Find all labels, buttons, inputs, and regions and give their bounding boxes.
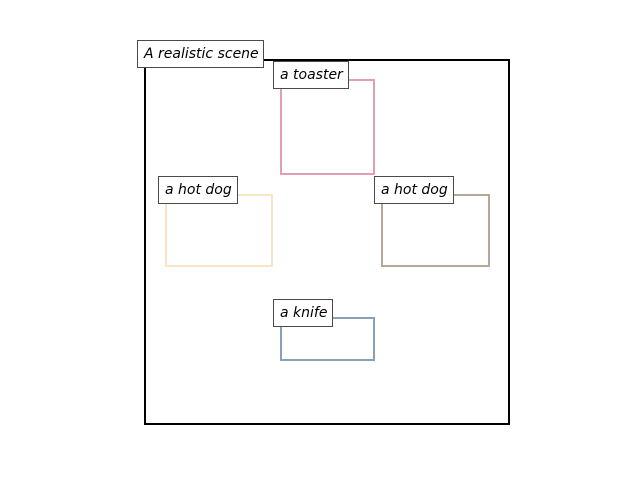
scene-caption: A realistic scene [137,40,264,68]
scene-frame [144,59,510,425]
knife-label: a knife [273,299,333,327]
toaster-label: a toaster [273,61,349,89]
hot-dog-left-bounding-box [165,194,273,267]
toaster-bounding-box [280,79,375,175]
hot-dog-left-label: a hot dog [158,176,238,204]
hot-dog-right-bounding-box [381,194,490,267]
hot-dog-right-label: a hot dog [374,176,454,204]
